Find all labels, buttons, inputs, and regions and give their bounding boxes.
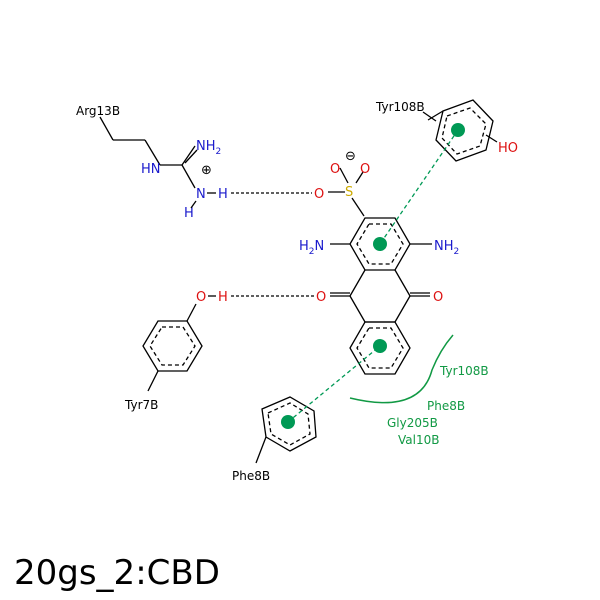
tyr7b-label: Tyr7B <box>124 398 158 412</box>
sulfonate-o-right: O <box>360 162 370 177</box>
pi-stack-phe8b <box>287 345 381 423</box>
tyr7b-h-label: H <box>218 290 228 305</box>
sulfonate-group <box>328 167 365 217</box>
pi-stack-tyr108b <box>379 129 459 245</box>
hydrophobic-contact-3: Gly205B <box>387 416 438 430</box>
ligand-middle-ring <box>349 269 411 323</box>
amine-right-label: NH2 <box>434 239 459 257</box>
arg-n-h-bottom-bond <box>190 200 197 209</box>
arg13b-residue <box>99 116 198 189</box>
tyr7b-ring <box>142 303 203 392</box>
hydrophobic-contact-arc <box>349 334 454 404</box>
phe8b-label: Phe8B <box>232 469 270 483</box>
amine-left-label: H2N <box>299 239 324 257</box>
ligand-top-ring-centroid <box>373 237 387 251</box>
tyr108b-stub <box>427 110 444 121</box>
ligand-bottom-ring <box>349 321 411 375</box>
sulfonate-o-left: O <box>330 162 340 177</box>
keto-o-right: O <box>433 290 443 305</box>
phe8b-ring <box>255 396 317 464</box>
tyr108b-ring <box>422 99 498 162</box>
tyr108b-oh-label: HO <box>498 141 518 156</box>
tyr7b-o-label: O <box>196 290 206 305</box>
hydrophobic-contact-4: Val10B <box>398 433 439 447</box>
arg-h-bottom-label: H <box>184 206 194 221</box>
arg-h-bond-label: H <box>218 187 228 202</box>
arg-n-label: N <box>196 187 206 202</box>
hydrophobic-contact-2: Phe8B <box>427 399 465 413</box>
sulfonate-charge-minus: ⊖ <box>345 149 356 164</box>
arg-nh2-label: NH2 <box>196 139 221 157</box>
diagram-title: 20gs_2:CBD <box>14 553 220 593</box>
arg13b-label: Arg13B <box>76 104 120 118</box>
arg-charge-plus: ⊕ <box>201 163 212 178</box>
sulfonate-o-bond: O <box>314 187 324 202</box>
keto-o-left: O <box>316 290 326 305</box>
arg-hn-label: HN <box>141 162 161 177</box>
tyr108b-label: Tyr108B <box>375 100 425 114</box>
hydrophobic-contact-1: Tyr108B <box>439 364 489 378</box>
ligand-carbonyls <box>330 292 430 297</box>
sulfonate-s: S <box>345 185 353 200</box>
